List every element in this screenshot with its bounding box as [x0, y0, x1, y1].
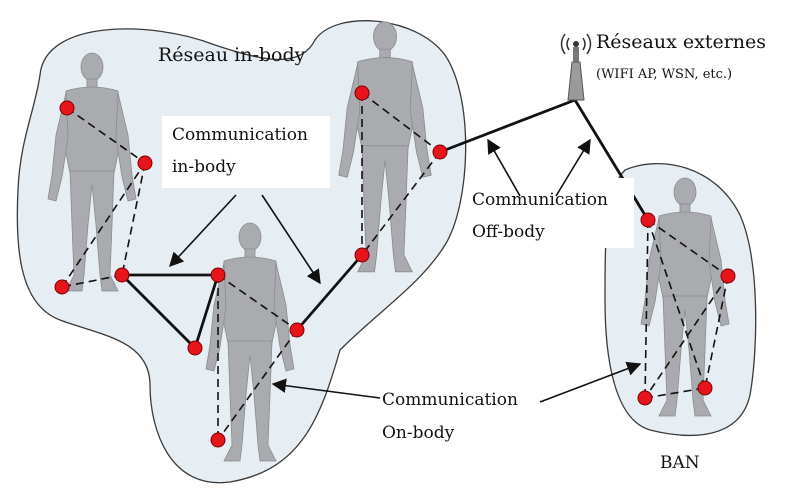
comm-on-body-label-line2: On-body: [382, 423, 455, 443]
comm-on-body-label-line1: Communication: [382, 390, 518, 410]
sensor-node: [433, 145, 447, 159]
wifi-antenna-icon: [562, 34, 591, 100]
sensor-node: [721, 269, 735, 283]
sensor-node: [60, 101, 74, 115]
sensor-node: [641, 213, 655, 227]
sensor-node: [638, 391, 652, 405]
comm-off-body-label-line1: Communication: [472, 190, 608, 210]
comm-in-body-label-line1: Communication: [172, 125, 308, 145]
sensor-node: [115, 268, 129, 282]
external-networks-examples: (WIFI AP, WSN, etc.): [596, 67, 732, 82]
sensor-node: [355, 86, 369, 100]
sensor-node: [188, 341, 202, 355]
sensor-node: [211, 433, 225, 447]
sensor-node: [55, 280, 69, 294]
comm-off-body-label-line2: Off-body: [472, 222, 545, 242]
sensor-node: [355, 248, 369, 262]
sensor-node: [211, 268, 225, 282]
sensor-node: [290, 323, 304, 337]
external-networks-title: Réseaux externes: [596, 31, 766, 53]
sensor-node: [698, 381, 712, 395]
sensor-node: [138, 156, 152, 170]
ban-label: BAN: [660, 453, 700, 473]
comm-in-body-label-line2: in-body: [172, 157, 236, 177]
in-body-network-title: Réseau in-body: [158, 44, 306, 66]
